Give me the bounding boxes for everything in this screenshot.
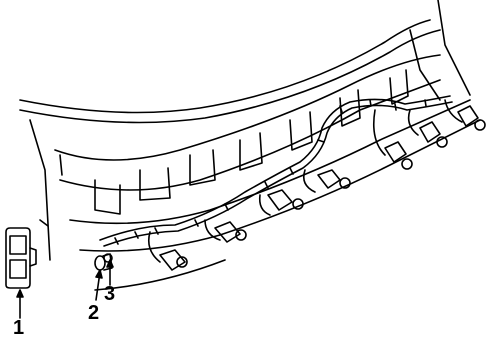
rear-body-panel [19,0,481,291]
callout-2: 2 [88,302,100,324]
lamp-socket [159,249,188,271]
side-marker-lamp [5,227,37,289]
lamp-socket [267,189,304,211]
callout-3: 3 [104,283,116,305]
lamp-socket [384,141,413,170]
lamp-socket [419,121,448,148]
lamp-socket [214,221,247,243]
wiring-harness [99,95,463,263]
lamp-sockets [159,105,486,271]
lamp-socket [457,105,486,131]
leader-lines [16,259,114,319]
lamp-socket [317,169,351,189]
callout-1: 1 [13,317,25,339]
